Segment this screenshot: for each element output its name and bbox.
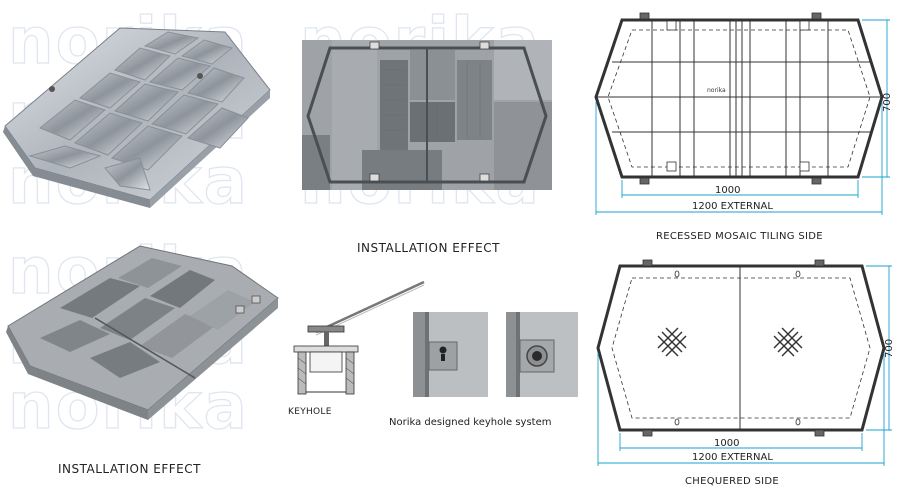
keyhole-diagram xyxy=(293,280,425,395)
dim-inner-top: 1000 xyxy=(715,185,740,196)
chequered-side-drawing: 1000 1200 EXTERNAL 700 xyxy=(596,259,895,466)
drawing-logo-text: norika xyxy=(707,87,726,94)
chequered-pattern-right-icon xyxy=(773,327,803,357)
chequered-side-caption: CHEQUERED SIDE xyxy=(685,476,779,487)
installation-effect-top-caption: INSTALLATION EFFECT xyxy=(357,241,500,255)
installation-effect-bottom-caption: INSTALLATION EFFECT xyxy=(58,462,201,476)
dim-height-bottom: 700 xyxy=(884,339,895,358)
installation-effect-top-image xyxy=(302,40,552,190)
dim-outer-top: 1200 EXTERNAL xyxy=(692,201,773,212)
keyhole-system-caption: Norika designed keyhole system xyxy=(389,417,552,428)
dim-height-top: 700 xyxy=(882,93,893,112)
recessed-side-caption: RECESSED MOSAIC TILING SIDE xyxy=(656,231,823,242)
dim-outer-bottom: 1200 EXTERNAL xyxy=(692,452,773,463)
keyhole-caption: KEYHOLE xyxy=(288,407,332,417)
keyhole-photo-closed xyxy=(413,312,488,397)
recessed-cover-3d-image xyxy=(3,27,271,208)
dim-inner-bottom: 1000 xyxy=(714,438,739,449)
installation-effect-3d-image xyxy=(6,245,279,420)
keyhole-photo-open xyxy=(506,312,578,397)
chequered-pattern-left-icon xyxy=(657,327,687,357)
recessed-side-drawing: norika 1000 1200 EXTERNAL 700 xyxy=(594,12,893,215)
